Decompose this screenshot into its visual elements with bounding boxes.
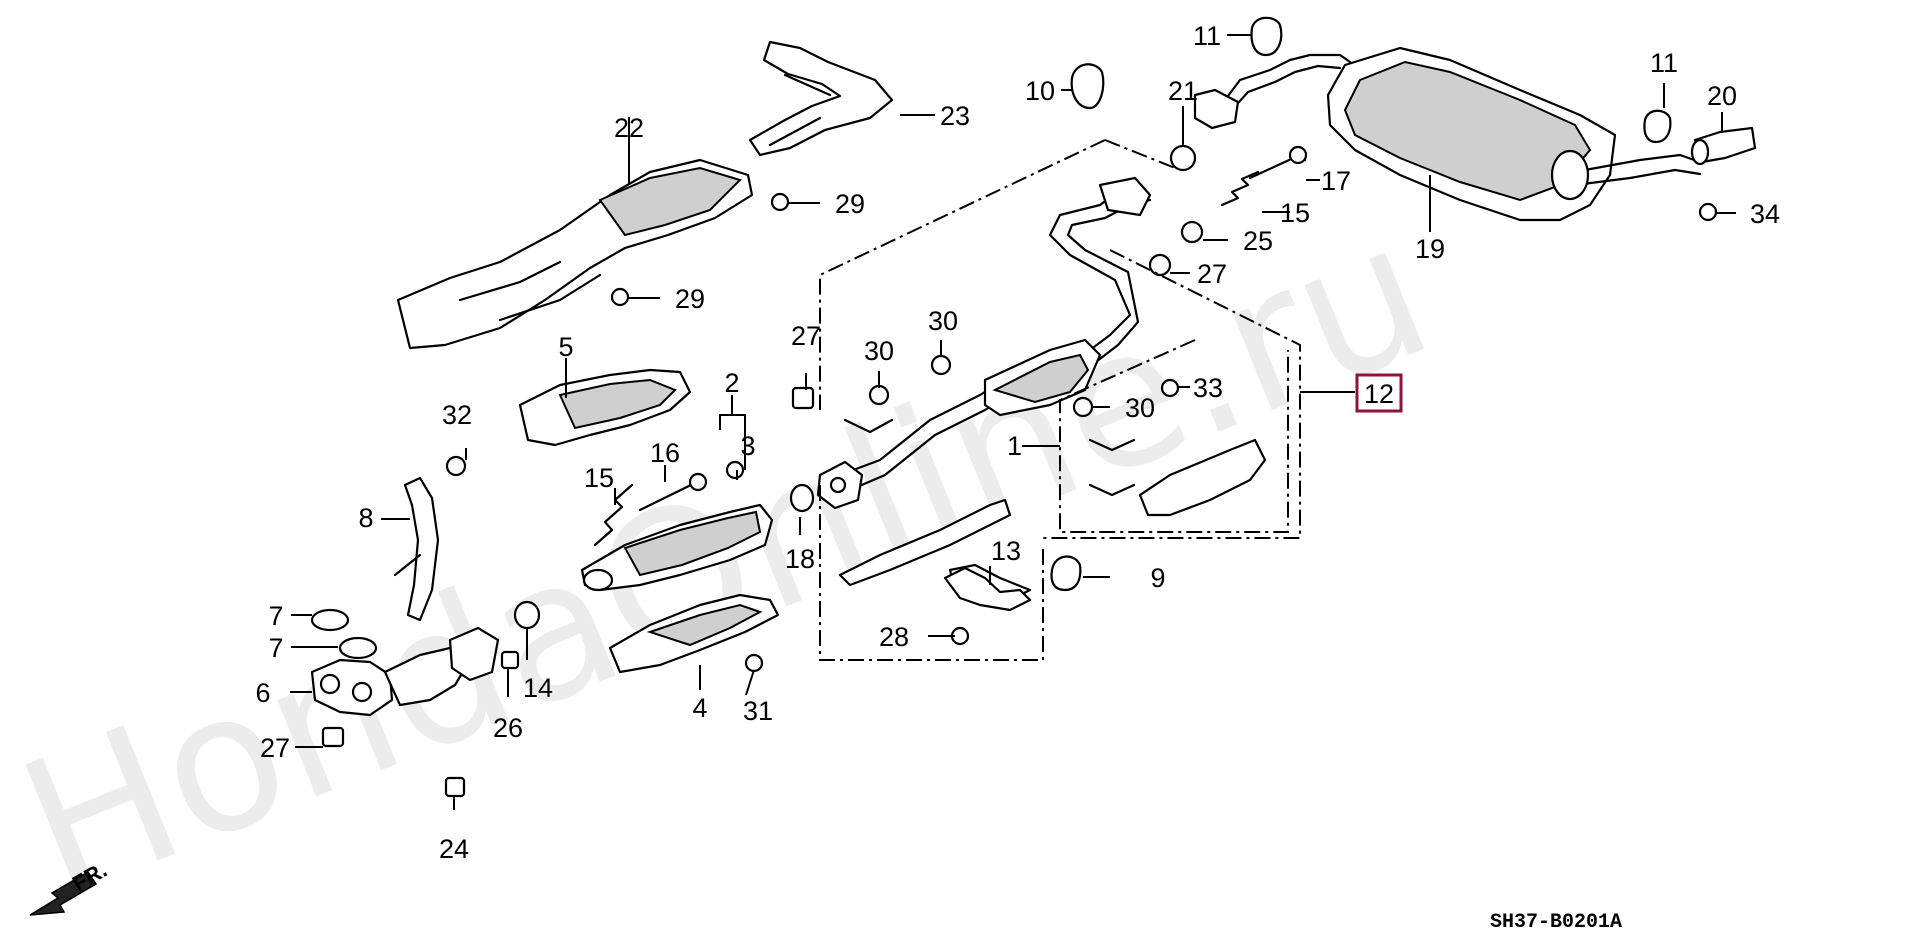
- clamp-a: [843, 418, 894, 434]
- callout-12-highlight-box: [1355, 373, 1403, 413]
- nut-30a: [868, 384, 890, 406]
- bolt-16: [638, 481, 697, 512]
- nut-30c: [1072, 396, 1094, 418]
- callout-17[interactable]: 17: [1321, 166, 1351, 196]
- callout-23[interactable]: 23: [940, 101, 970, 131]
- bolt-31: [744, 653, 764, 673]
- converter-heat-shield-part[interactable]: [518, 368, 692, 447]
- callout-16[interactable]: 16: [650, 438, 680, 468]
- heat-shield-mid: [1138, 438, 1267, 517]
- callout-30c[interactable]: 30: [1125, 393, 1155, 423]
- callout-29a[interactable]: 29: [835, 189, 865, 219]
- callout-6[interactable]: 6: [255, 678, 270, 708]
- nut-24: [444, 776, 466, 798]
- nut-30b: [930, 354, 952, 376]
- callout-29b[interactable]: 29: [675, 284, 705, 314]
- bolt-29a: [770, 192, 790, 212]
- callout-5[interactable]: 5: [558, 332, 573, 362]
- gasket-18: [789, 483, 815, 513]
- callout-26[interactable]: 26: [493, 713, 523, 743]
- callout-33[interactable]: 33: [1193, 373, 1223, 403]
- callouts: 1 2 3 4 5 6 7 7 8 9 10 11 11 12 13 14 15…: [255, 21, 1780, 864]
- nut-25: [1180, 220, 1204, 244]
- catalytic-converter-part[interactable]: [580, 503, 774, 592]
- callout-18[interactable]: 18: [785, 544, 815, 574]
- callout-32[interactable]: 32: [442, 400, 472, 430]
- callout-20[interactable]: 20: [1707, 81, 1737, 111]
- callout-15b[interactable]: 15: [1280, 198, 1310, 228]
- nut-27a: [321, 726, 345, 748]
- rubber-mount-10: [1070, 63, 1105, 110]
- callout-8[interactable]: 8: [358, 503, 373, 533]
- callout-4[interactable]: 4: [692, 693, 707, 723]
- leader-lines: [290, 34, 1736, 810]
- bolt-3: [725, 460, 745, 480]
- heat-shield-main-part[interactable]: [396, 158, 754, 350]
- callout-3[interactable]: 3: [740, 431, 755, 461]
- callout-21[interactable]: 21: [1168, 76, 1198, 106]
- callout-31[interactable]: 31: [743, 696, 773, 726]
- callout-11a[interactable]: 11: [1193, 21, 1221, 51]
- front-arrow-icon: [29, 870, 98, 916]
- rubber-mount-11b: [1643, 109, 1672, 144]
- bolt-29b: [610, 287, 630, 307]
- converter-lower-shield-part[interactable]: [608, 593, 780, 674]
- callout-1[interactable]: 1: [1007, 431, 1022, 461]
- callout-7a[interactable]: 7: [268, 601, 283, 631]
- callout-25[interactable]: 25: [1243, 226, 1273, 256]
- callout-9[interactable]: 9: [1150, 563, 1165, 593]
- bolt-34: [1698, 202, 1718, 222]
- bracket-part[interactable]: [393, 476, 440, 622]
- callout-19[interactable]: 19: [1415, 234, 1445, 264]
- gasket-9: [1050, 555, 1082, 592]
- clamp-b: [1088, 438, 1136, 452]
- callout-7b[interactable]: 7: [268, 633, 283, 663]
- clamp-c: [1088, 483, 1136, 497]
- callout-2[interactable]: 2: [724, 368, 739, 398]
- gasket-7a: [310, 608, 350, 632]
- rubber-mount-11a: [1250, 16, 1283, 57]
- callout-30b[interactable]: 30: [928, 306, 958, 336]
- small-hardware: [310, 16, 1757, 798]
- nut-26: [500, 650, 520, 670]
- nut-27c: [791, 386, 815, 410]
- callout-15a[interactable]: 15: [584, 463, 614, 493]
- assembly-frame-lines: [819, 139, 1355, 661]
- spring-15b: [593, 483, 634, 547]
- hanger-13: [943, 566, 1032, 612]
- callout-10[interactable]: 10: [1025, 76, 1055, 106]
- bolt-33: [1160, 378, 1180, 398]
- gasket-21: [1169, 144, 1197, 172]
- callout-30a[interactable]: 30: [864, 336, 894, 366]
- gasket-14: [513, 600, 541, 630]
- callout-27b[interactable]: 27: [1197, 259, 1227, 289]
- callout-14[interactable]: 14: [523, 673, 553, 703]
- spring-15a: [1220, 170, 1260, 207]
- gasket-7b: [338, 636, 378, 660]
- callout-24[interactable]: 24: [439, 834, 469, 864]
- callout-13[interactable]: 13: [991, 536, 1021, 566]
- diagram-code: SH37-B0201A: [1490, 911, 1622, 934]
- bolt-32: [445, 455, 467, 477]
- callout-28[interactable]: 28: [879, 622, 909, 652]
- muffler-part[interactable]: [1193, 46, 1702, 222]
- callout-22[interactable]: 22: [614, 113, 644, 143]
- callout-27c[interactable]: 27: [791, 321, 821, 351]
- callout-11b[interactable]: 11: [1650, 48, 1678, 78]
- front-pipe-flange-part[interactable]: [310, 626, 500, 717]
- callout-27a[interactable]: 27: [260, 733, 290, 763]
- callout-34[interactable]: 34: [1750, 199, 1780, 229]
- callout-12[interactable]: 12: [1364, 379, 1394, 409]
- nut-27b: [1148, 253, 1172, 277]
- heat-shield-upper-part[interactable]: [748, 40, 894, 157]
